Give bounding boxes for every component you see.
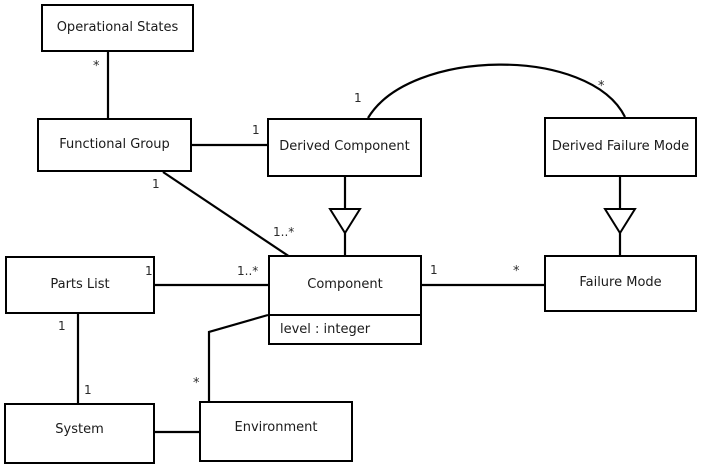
multiplicity-functional-group-derived-component: 1 [252,123,260,137]
class-name-operational-states: Operational States [56,19,179,35]
class-name-system: System [55,422,104,438]
class-box-functional-group[interactable]: Functional Group [37,118,192,172]
multiplicity-functional-group-component: 1 [152,177,160,191]
multiplicity-component-failure-mode-right: * [513,264,520,279]
multiplicity-derived-failure-mode-arc: * [598,79,605,94]
multiplicity-parts-list-system-bottom: 1 [84,383,92,397]
class-name-parts-list: Parts List [50,276,110,292]
class-box-derived-failure-mode[interactable]: Derived Failure Mode [544,117,697,177]
class-box-parts-list[interactable]: Parts List [5,256,155,314]
class-box-environment[interactable]: Environment [199,401,353,462]
generalization-triangle-failure-mode [603,208,637,235]
multiplicity-component-from-functional-group: 1..* [273,225,295,239]
multiplicity-parts-list-system-top: 1 [58,319,66,333]
class-name-failure-mode: Failure Mode [579,275,662,291]
multiplicity-parts-list-right: 1 [145,264,153,278]
multiplicity-derived-component-arc: 1 [354,91,362,105]
class-box-operational-states[interactable]: Operational States [41,4,194,52]
class-box-derived-component[interactable]: Derived Component [267,118,422,177]
class-name-derived-component: Derived Component [279,139,410,155]
multiplicity-operational-states-functional-group: * [93,59,100,74]
class-box-system[interactable]: System [4,403,155,464]
class-name-environment: Environment [234,420,318,436]
multiplicity-component-from-parts-list: 1..* [237,264,259,278]
link-environment-component [207,313,269,401]
class-name-component: Component [307,277,383,293]
class-box-component[interactable]: Component level : integer [268,255,422,345]
link-functional-group-component [162,171,291,258]
class-name-functional-group: Functional Group [59,136,170,152]
link-derived-component-derived-failure-mode [367,63,626,119]
generalization-triangle-component [328,208,362,235]
multiplicity-component-failure-mode-left: 1 [430,263,438,277]
class-box-failure-mode[interactable]: Failure Mode [544,255,697,312]
class-attribute-component-level: level : integer [270,314,420,343]
multiplicity-environment-component: * [193,376,200,391]
class-name-derived-failure-mode: Derived Failure Mode [551,138,690,154]
